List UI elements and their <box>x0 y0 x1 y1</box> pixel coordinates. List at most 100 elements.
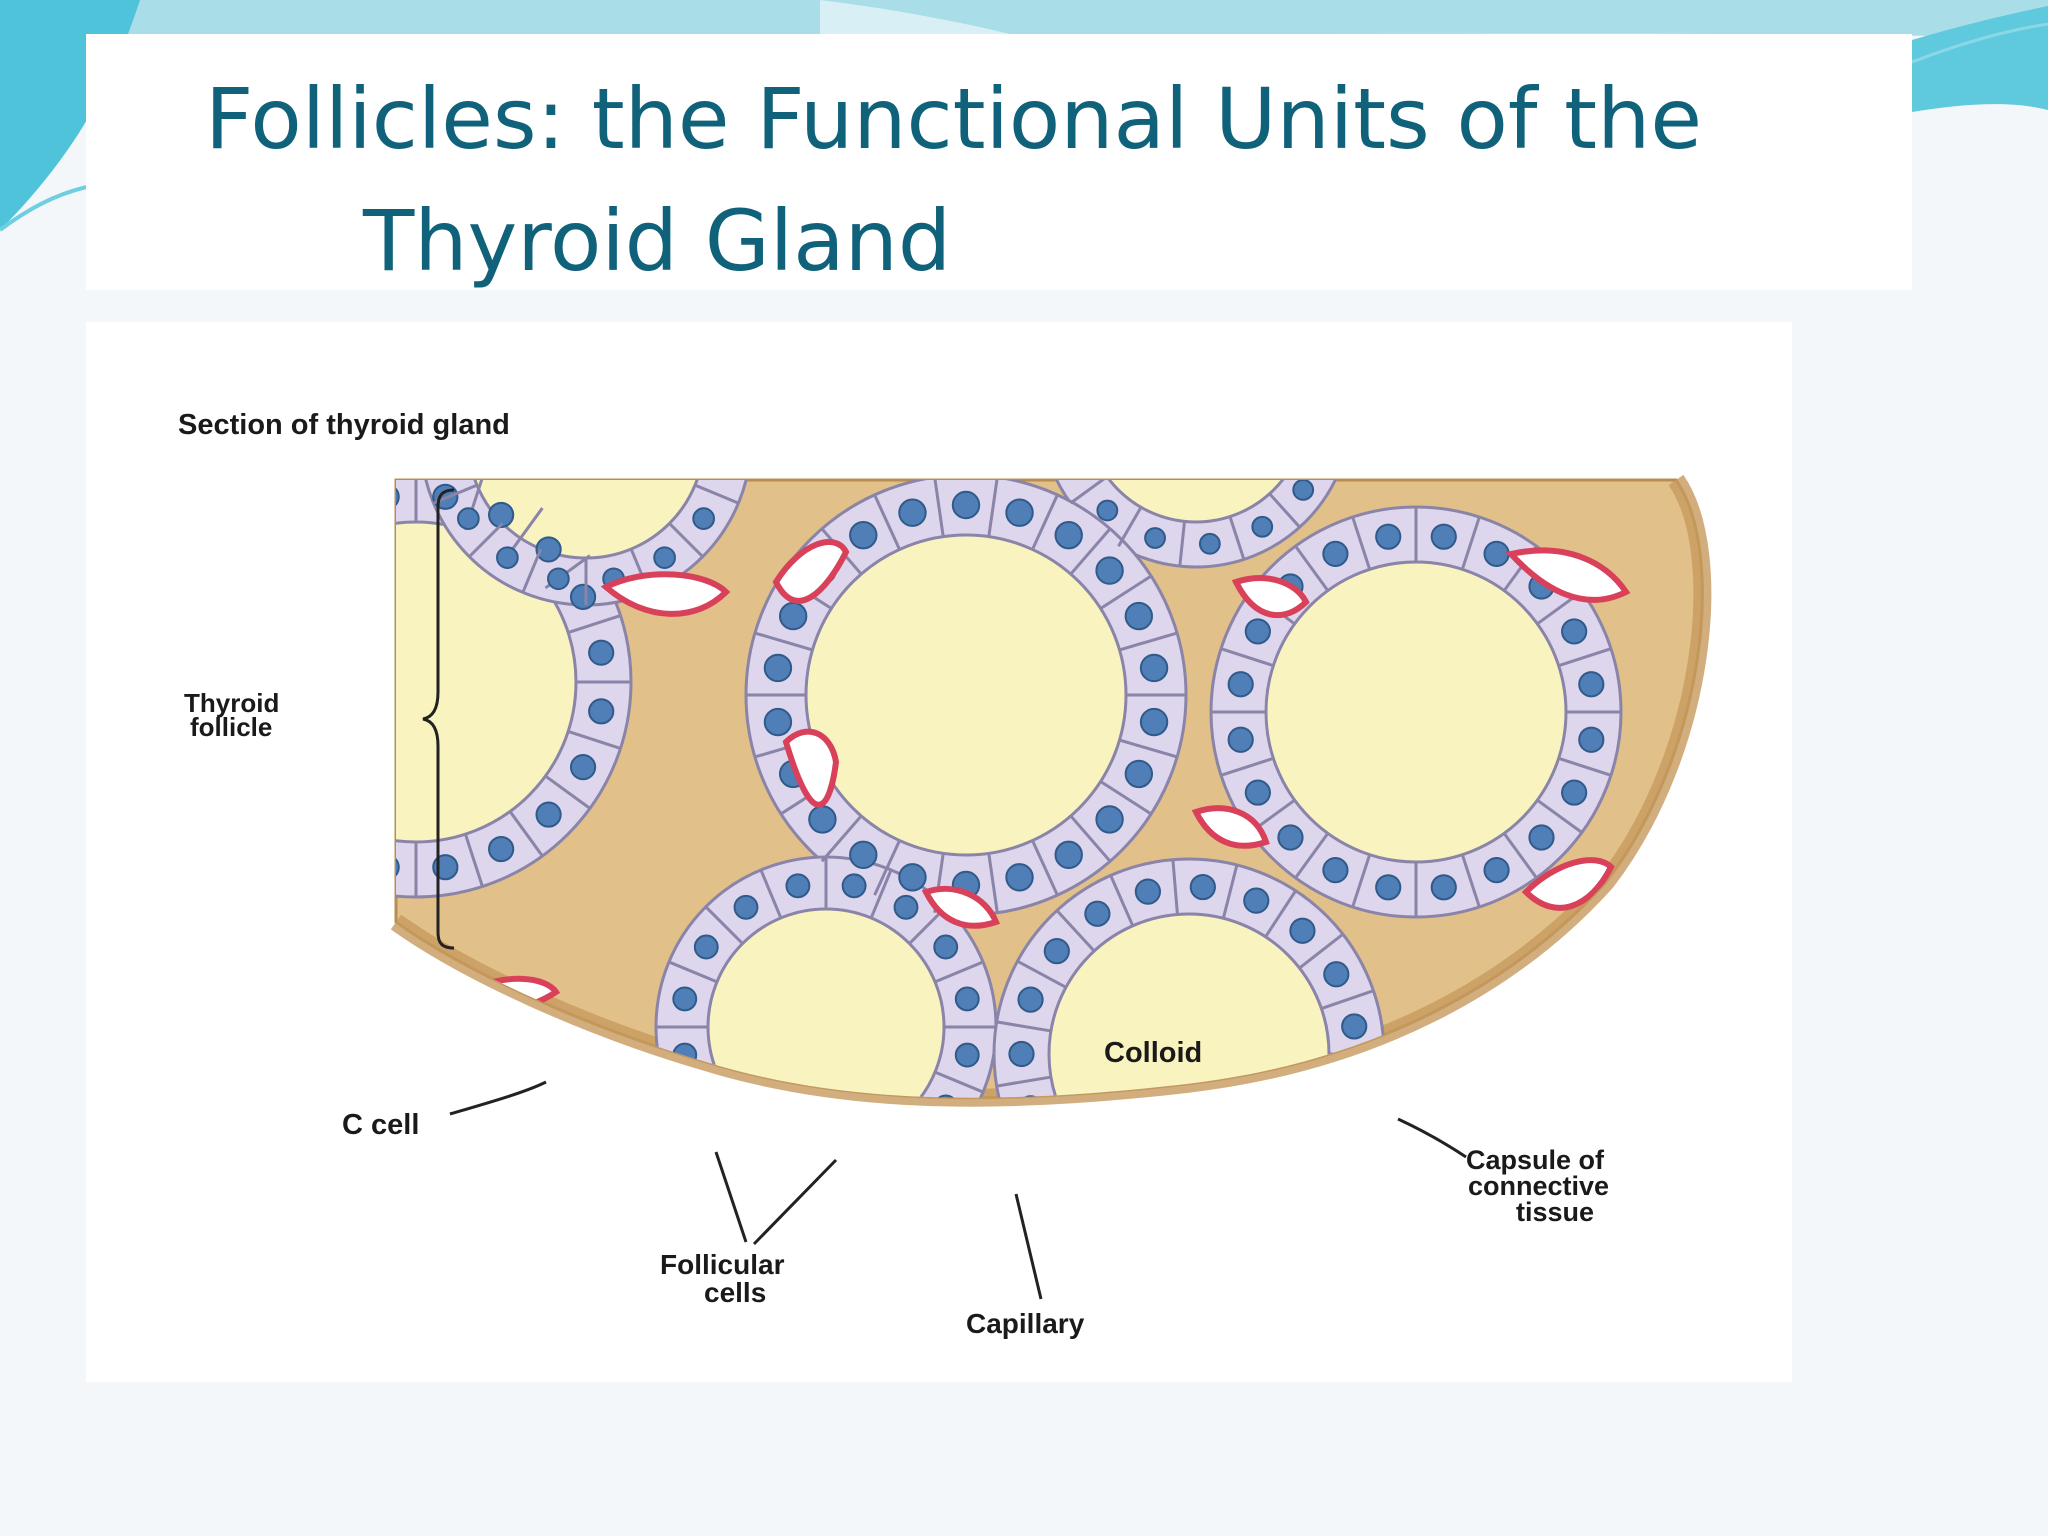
title-panel <box>86 34 1912 290</box>
cell-border <box>1069 527 1112 576</box>
cell-nucleus <box>1323 961 1350 988</box>
cell-border <box>820 814 863 863</box>
cell-nucleus <box>1277 824 1304 851</box>
cell-nucleus <box>271 802 295 826</box>
cell-nucleus <box>1290 1165 1314 1189</box>
cell-border <box>464 833 484 887</box>
cell-border <box>1266 1171 1296 1217</box>
cell-nucleus <box>785 873 811 899</box>
cell-nucleus <box>898 863 927 892</box>
cell-nucleus <box>569 754 597 781</box>
cell-nucleus <box>714 457 735 478</box>
cell-border <box>1220 647 1274 668</box>
cell-nucleus <box>1322 540 1349 567</box>
cell-border <box>933 480 945 537</box>
cell-border <box>290 508 322 552</box>
cell-nucleus <box>1005 498 1034 527</box>
cell-nucleus <box>396 854 400 881</box>
cell-border <box>567 730 621 750</box>
cell-border <box>759 869 783 919</box>
cell-border <box>1117 506 1143 547</box>
cell-nucleus <box>735 1135 758 1158</box>
cell-nucleus <box>1578 671 1605 698</box>
cell-nucleus <box>271 537 295 561</box>
cell-border <box>1270 322 1300 330</box>
cell-nucleus <box>1244 779 1271 806</box>
cell-border <box>1119 631 1178 652</box>
cell-nucleus <box>237 585 261 609</box>
cell-nucleus <box>1293 324 1313 344</box>
cell-nucleus <box>672 986 698 1012</box>
cell-border <box>934 1070 984 1094</box>
cell-border <box>1109 874 1135 927</box>
top-wave-band <box>0 0 2048 40</box>
cell-nucleus <box>898 498 927 527</box>
capillary <box>1505 547 1631 603</box>
cell-border <box>1296 457 1337 475</box>
cell-border <box>1099 780 1152 816</box>
colloid-label: Colloid <box>1104 1037 1202 1069</box>
cell-nucleus <box>849 840 878 870</box>
cell-nucleus <box>786 1157 809 1180</box>
cell-border <box>1111 1182 1133 1232</box>
cell-nucleus <box>1324 1122 1348 1146</box>
cell-nucleus <box>1124 601 1154 631</box>
cell-nucleus <box>1085 1182 1109 1206</box>
follicular-cells-label-line-1: Follicular <box>660 1249 785 1280</box>
cell-nucleus <box>547 567 570 591</box>
cell-border <box>704 905 744 945</box>
cell-border <box>668 1070 718 1094</box>
capsule-leader-line <box>1397 1117 1467 1159</box>
cell-border <box>1294 832 1330 879</box>
cell-border <box>996 1020 1052 1033</box>
cell-nucleus <box>954 1042 980 1068</box>
cell-nucleus <box>1097 322 1117 323</box>
cell-border <box>1031 494 1059 551</box>
follicular-cells-leader-line-2 <box>752 1158 838 1246</box>
cell-nucleus <box>1139 653 1169 683</box>
cell-nucleus <box>588 698 615 725</box>
cell-nucleus <box>1095 556 1124 585</box>
cell-border <box>987 480 999 537</box>
cell-nucleus <box>778 601 808 631</box>
cell-border <box>432 483 478 505</box>
cell-nucleus <box>535 801 562 828</box>
cell-border <box>290 811 322 855</box>
cell-nucleus <box>396 483 400 510</box>
cell-border <box>469 323 502 356</box>
capsule-label-line-1: Capsule of <box>1466 1145 1605 1175</box>
cell-nucleus <box>1251 515 1274 538</box>
cell-nucleus <box>1227 726 1254 753</box>
cell-border <box>242 556 286 588</box>
cell-border <box>1536 798 1583 834</box>
cell-nucleus <box>893 894 919 920</box>
cell-nucleus <box>951 490 981 520</box>
right-wave-accent <box>1912 6 2048 112</box>
cell-border <box>869 869 893 919</box>
slide-title: Follicles: the Functional Units of the T… <box>205 58 1702 302</box>
cell-nucleus <box>1054 402 1074 422</box>
cell-nucleus <box>933 934 959 960</box>
cell-border <box>1031 839 1059 896</box>
cell-border <box>706 1110 743 1147</box>
cell-border <box>1018 1121 1066 1147</box>
capillary <box>1521 857 1615 911</box>
cell-border <box>523 322 541 331</box>
cell-border <box>544 774 591 810</box>
cell-nucleus <box>693 934 719 960</box>
cell-nucleus <box>1136 1204 1160 1228</box>
cell-border <box>1221 864 1239 919</box>
cell-nucleus <box>1483 857 1510 884</box>
cell-border <box>1071 322 1107 347</box>
cell-border <box>521 548 543 594</box>
follicle <box>744 480 1188 917</box>
thyroid-follicle-label-line-2: follicle <box>190 712 272 742</box>
cell-nucleus <box>714 402 735 423</box>
cell-border <box>1099 574 1152 610</box>
cell-nucleus <box>733 894 759 920</box>
cell-nucleus <box>1054 840 1083 870</box>
cell-nucleus <box>1244 618 1271 645</box>
cell-border <box>1298 933 1344 970</box>
top-curve-accent <box>820 0 1010 34</box>
cell-border <box>468 522 504 558</box>
